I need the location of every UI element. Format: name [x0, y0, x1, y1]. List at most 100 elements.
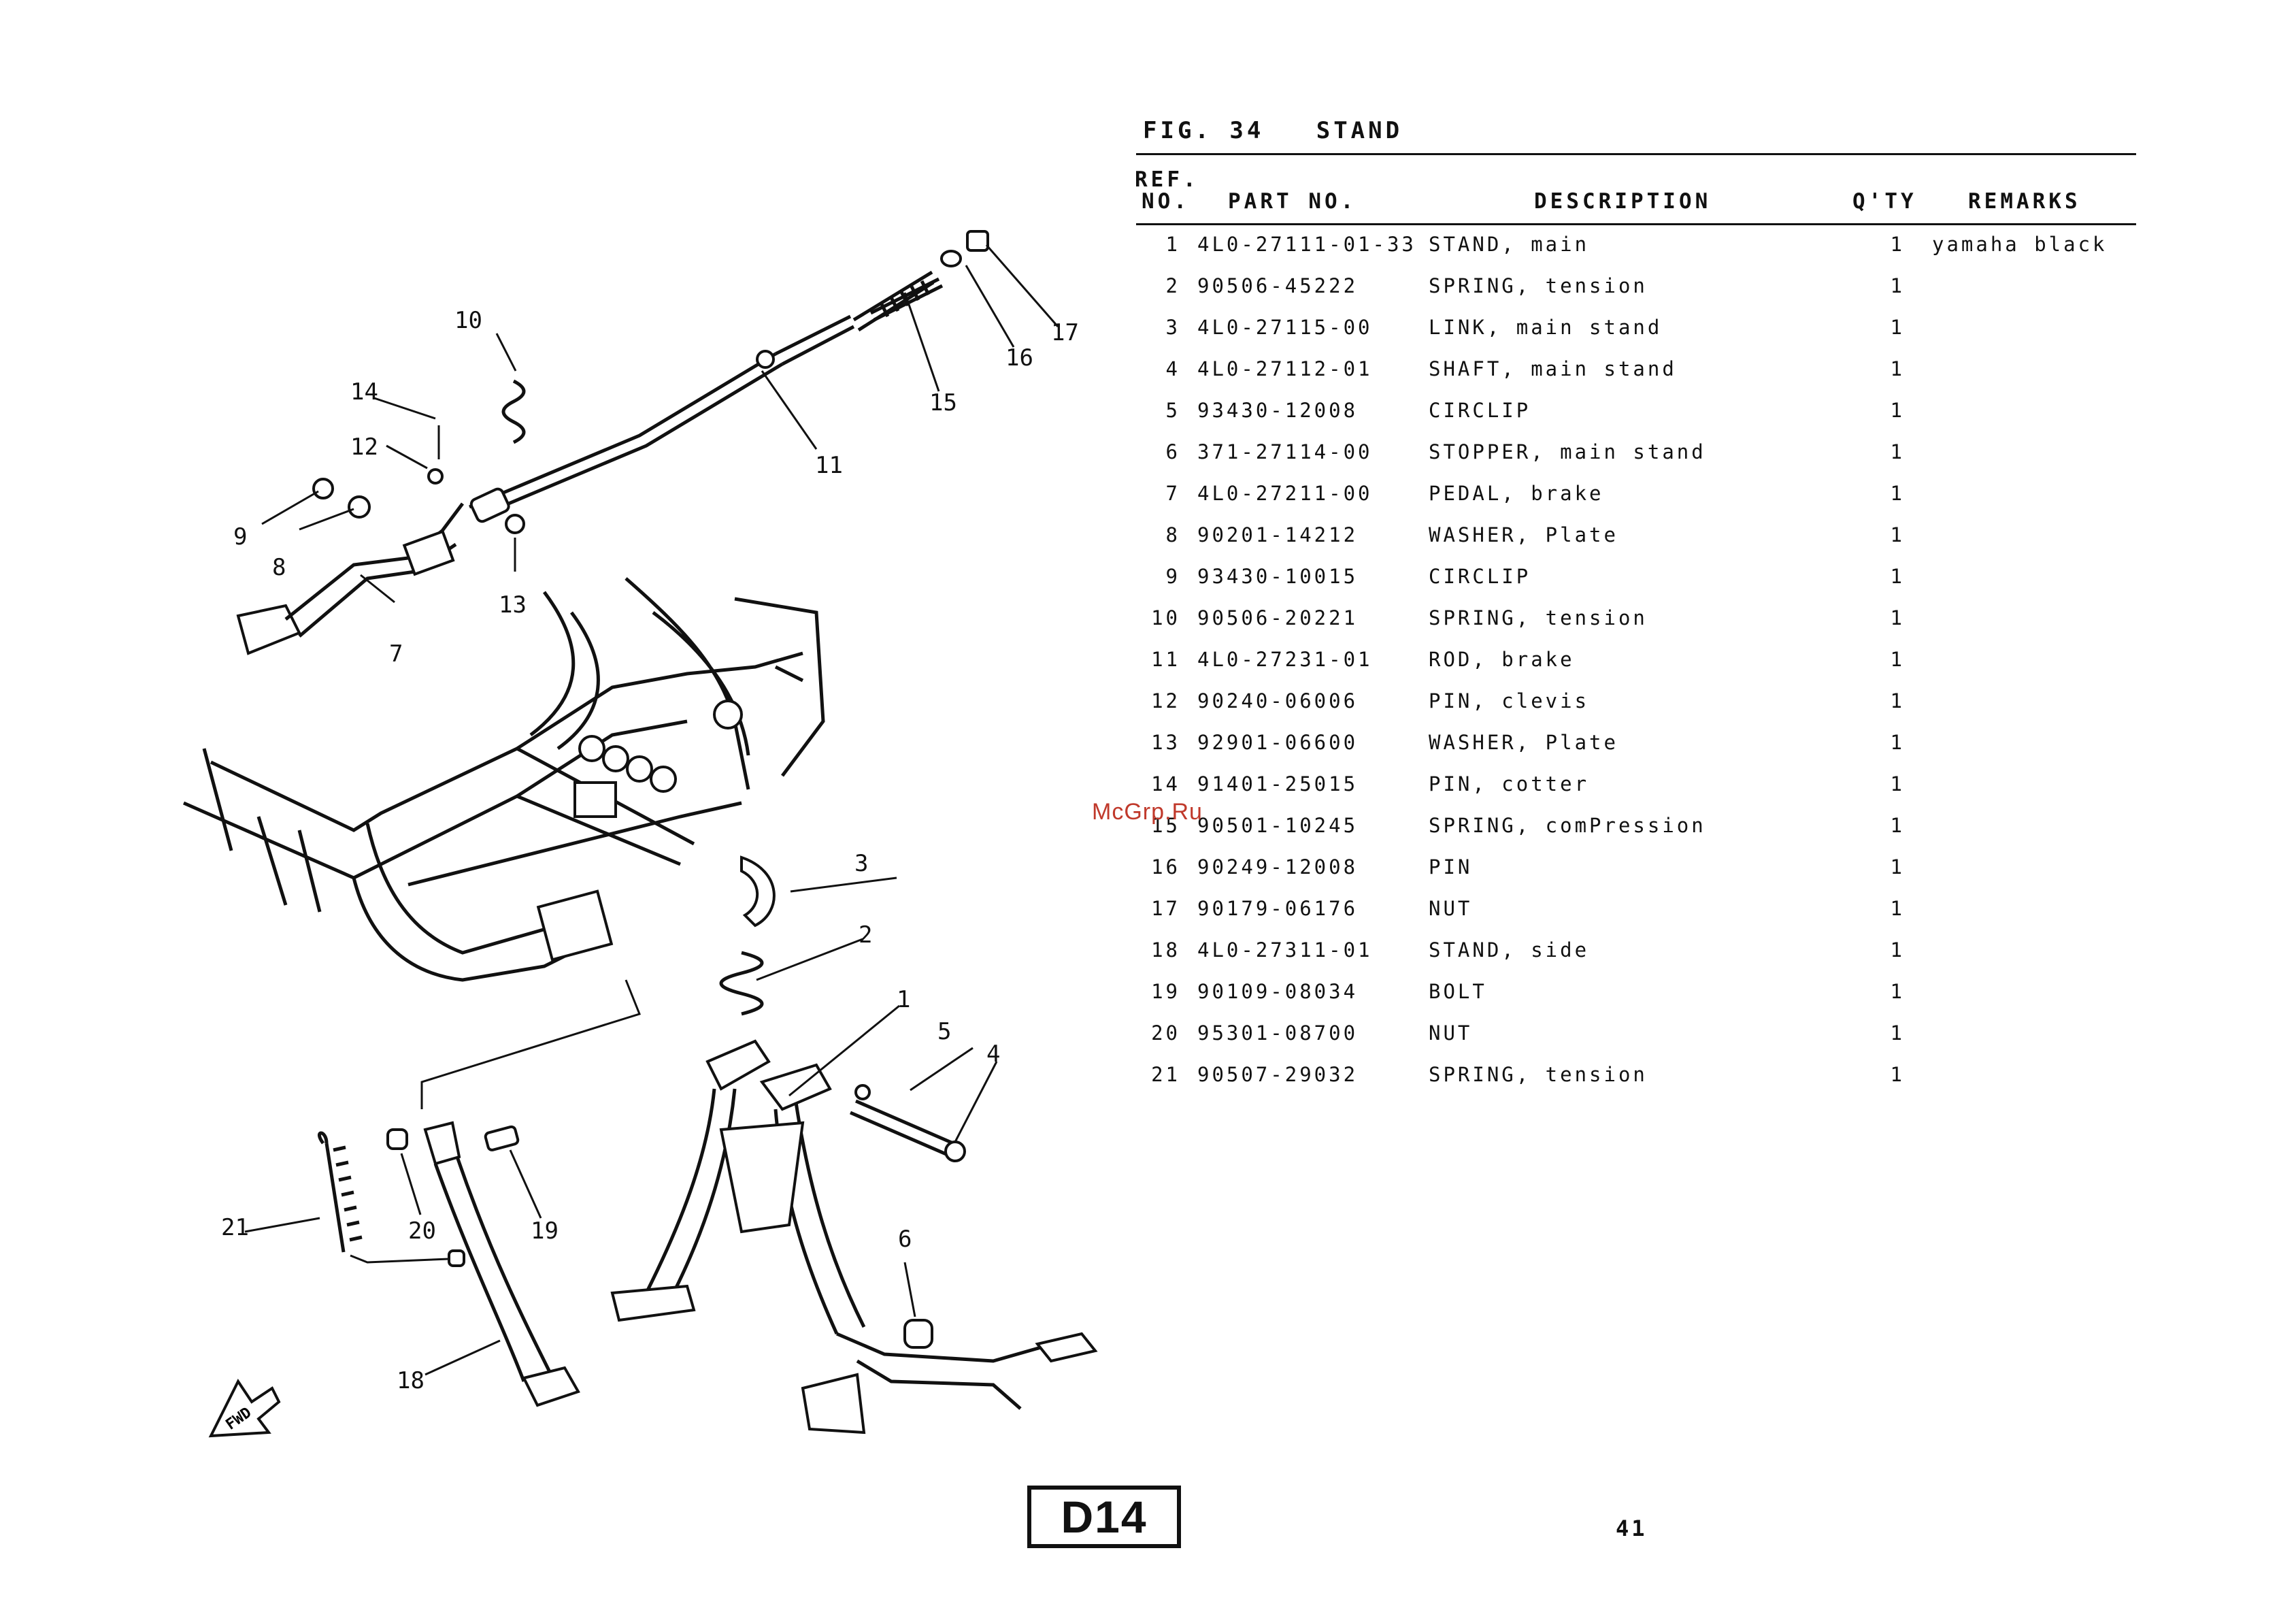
figure-title: FIG. 34 STAND — [1143, 117, 1403, 144]
ref-no-cell: 20 — [1151, 1021, 1180, 1045]
ref-no-cell: 21 — [1151, 1063, 1180, 1086]
table-row: 18 4L0-27311-01 STAND, side 1 — [1129, 938, 2136, 980]
ref-no-cell: 17 — [1151, 897, 1180, 920]
ref-no-cell: 15 — [1151, 814, 1180, 837]
part-no-cell: 90201-14212 — [1197, 523, 1359, 546]
top-rule — [1136, 153, 2136, 155]
qty-cell: 1 — [1890, 1021, 1905, 1045]
callout-11: 11 — [815, 452, 843, 479]
qty-cell: 1 — [1890, 855, 1905, 879]
part-no-cell: 90109-08034 — [1197, 980, 1359, 1003]
header-ref-bottom: NO. — [1142, 189, 1190, 214]
part-no-cell: 4L0-27311-01 — [1197, 938, 1373, 962]
description-cell: SPRING, tension — [1429, 1063, 1648, 1086]
callout-numbers: 1 2 3 4 5 6 7 8 9 10 11 12 13 14 15 16 1… — [221, 307, 1079, 1394]
qty-cell: 1 — [1890, 689, 1905, 712]
ref-no-cell: 10 — [1151, 606, 1180, 629]
side-stand-assembly — [318, 1121, 580, 1407]
qty-cell: 1 — [1890, 606, 1905, 629]
qty-cell: 1 — [1890, 897, 1905, 920]
part-no-cell: 90501-10245 — [1197, 814, 1359, 837]
description-cell: PIN — [1429, 855, 1473, 879]
callout-15: 15 — [929, 389, 957, 416]
callout-14: 14 — [350, 378, 378, 406]
table-row: 17 90179-06176 NUT 1 — [1129, 897, 2136, 938]
description-cell: SPRING, tension — [1429, 606, 1648, 629]
callout-10: 10 — [454, 307, 482, 334]
callout-19: 19 — [531, 1217, 559, 1245]
table-row: 10 90506-20221 SPRING, tension 1 — [1129, 606, 2136, 648]
description-cell: WASHER, Plate — [1429, 523, 1618, 546]
description-cell: PIN, cotter — [1429, 772, 1590, 796]
ref-no-cell: 5 — [1165, 399, 1180, 422]
callout-5: 5 — [937, 1018, 951, 1045]
watermark: McGrp.Ru — [1092, 799, 1203, 825]
figure-name: STAND — [1316, 117, 1403, 144]
part-no-cell: 90240-06006 — [1197, 689, 1359, 712]
qty-cell: 1 — [1890, 938, 1905, 962]
table-row: 19 90109-08034 BOLT 1 — [1129, 980, 2136, 1021]
ref-no-cell: 4 — [1165, 357, 1180, 380]
description-cell: WASHER, Plate — [1429, 731, 1618, 754]
header-ref-top: REF. — [1135, 167, 1199, 192]
description-cell: LINK, main stand — [1429, 316, 1663, 339]
qty-cell: 1 — [1890, 648, 1905, 671]
part-no-cell: 92901-06600 — [1197, 731, 1359, 754]
figure-label: FIG. 34 — [1143, 117, 1265, 144]
brake-pedal-assembly — [236, 230, 989, 655]
exploded-parts-diagram: 1 2 3 4 5 6 7 8 9 10 11 12 13 14 15 16 1… — [182, 230, 1098, 1438]
qty-cell: 1 — [1890, 814, 1905, 837]
callout-6: 6 — [898, 1226, 912, 1253]
qty-cell: 1 — [1890, 440, 1905, 463]
qty-cell: 1 — [1890, 772, 1905, 796]
frame-drawing — [182, 577, 825, 1109]
description-cell: SPRING, tension — [1429, 274, 1648, 297]
qty-cell: 1 — [1890, 1063, 1905, 1086]
part-no-cell: 90179-06176 — [1197, 897, 1359, 920]
header-part-no: PART NO. — [1228, 189, 1357, 214]
ref-no-cell: 16 — [1151, 855, 1180, 879]
description-cell: SHAFT, main stand — [1429, 357, 1677, 380]
part-no-cell: 4L0-27112-01 — [1197, 357, 1373, 380]
ref-no-cell: 18 — [1151, 938, 1180, 962]
ref-no-cell: 13 — [1151, 731, 1180, 754]
callout-8: 8 — [272, 554, 286, 581]
leader-lines — [244, 244, 1059, 1376]
description-cell: STOPPER, main stand — [1429, 440, 1706, 463]
description-cell: STAND, side — [1429, 938, 1590, 962]
description-cell: BOLT — [1429, 980, 1487, 1003]
callout-20: 20 — [408, 1217, 436, 1245]
fwd-arrow-icon: FWD — [208, 1379, 281, 1438]
ref-no-cell: 19 — [1151, 980, 1180, 1003]
description-cell: PEDAL, brake — [1429, 482, 1604, 505]
description-cell: NUT — [1429, 897, 1473, 920]
part-no-cell: 90506-20221 — [1197, 606, 1359, 629]
part-no-cell: 91401-25015 — [1197, 772, 1359, 796]
part-no-cell: 4L0-27111-01-33 — [1197, 233, 1416, 256]
callout-12: 12 — [350, 433, 378, 461]
ref-no-cell: 2 — [1165, 274, 1180, 297]
qty-cell: 1 — [1890, 399, 1905, 422]
ref-no-cell: 12 — [1151, 689, 1180, 712]
page-number: 41 — [1616, 1515, 1648, 1541]
ref-no-cell: 9 — [1165, 565, 1180, 588]
ref-no-cell: 11 — [1151, 648, 1180, 671]
description-cell: NUT — [1429, 1021, 1473, 1045]
part-no-cell: 93430-12008 — [1197, 399, 1359, 422]
qty-cell: 1 — [1890, 731, 1905, 754]
qty-cell: 1 — [1890, 980, 1905, 1003]
part-no-cell: 371-27114-00 — [1197, 440, 1373, 463]
ref-no-cell: 7 — [1165, 482, 1180, 505]
qty-cell: 1 — [1890, 274, 1905, 297]
